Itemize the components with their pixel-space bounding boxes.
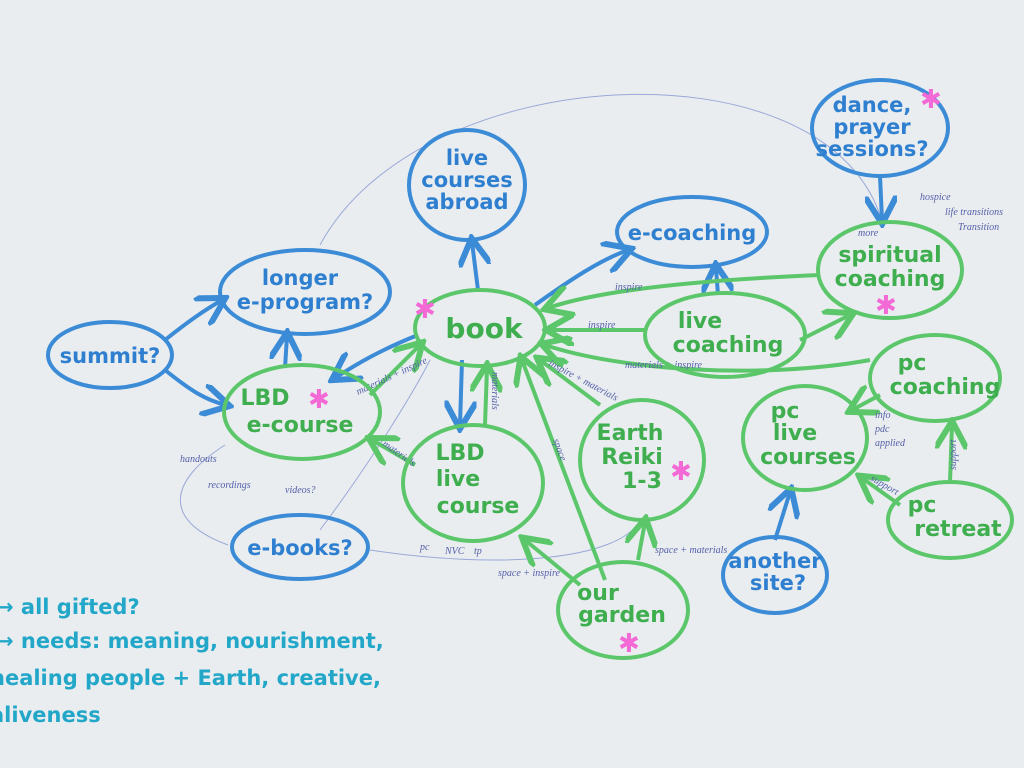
note-line: → needs: meaning, nourishment, bbox=[0, 629, 384, 653]
edge-label: more bbox=[858, 228, 879, 239]
edge-label: Transition bbox=[958, 222, 999, 233]
svg-text:e-coaching: e-coaching bbox=[628, 221, 757, 245]
edge-label: tp bbox=[474, 546, 482, 557]
star-icon: ✱ bbox=[670, 457, 692, 487]
node-e-books: e-books? bbox=[230, 513, 370, 581]
node-book: book ✱ bbox=[413, 288, 547, 368]
edge-label: recordings bbox=[208, 480, 251, 491]
svg-text:e-books?: e-books? bbox=[247, 536, 353, 560]
edge-label: info bbox=[875, 410, 891, 421]
node-summit: summit? bbox=[46, 320, 174, 390]
node-e-coaching: e-coaching bbox=[615, 195, 769, 269]
edge-label: space + inspire bbox=[498, 568, 560, 579]
edge-label: handouts bbox=[180, 454, 217, 465]
edge-label: inspire bbox=[588, 320, 616, 331]
edges bbox=[163, 175, 952, 587]
edge-label: pc bbox=[419, 542, 430, 553]
svg-text:summit?: summit? bbox=[60, 344, 161, 368]
handwritten-notes: → all gifted? → needs: meaning, nourishm… bbox=[0, 595, 384, 727]
edge-label: videos? bbox=[285, 485, 316, 496]
edge-label: pdc bbox=[874, 424, 890, 435]
edge-label: life transitions bbox=[945, 207, 1003, 218]
note-line: aliveness bbox=[0, 703, 101, 727]
edge-label: materials + inspire bbox=[625, 360, 702, 371]
edge-label: space + materials bbox=[655, 545, 727, 556]
note-line: → all gifted? bbox=[0, 595, 140, 619]
note-line: healing people + Earth, creative, bbox=[0, 666, 381, 690]
edge-label: hospice bbox=[920, 192, 951, 203]
edge-label: NVC bbox=[444, 546, 465, 557]
edge-label: materials bbox=[489, 372, 500, 410]
edge-label: inspire bbox=[615, 282, 643, 293]
edge-label: applied bbox=[875, 438, 906, 449]
star-icon: ✱ bbox=[308, 385, 330, 415]
star-icon: ✱ bbox=[875, 291, 897, 321]
star-icon: ✱ bbox=[414, 295, 436, 325]
star-icon: ✱ bbox=[920, 85, 942, 115]
edge-label: space bbox=[550, 437, 568, 463]
star-icon: ✱ bbox=[618, 629, 640, 659]
edge-label: support bbox=[948, 439, 959, 470]
svg-text:book: book bbox=[445, 312, 524, 345]
edge-label: inspire + materials bbox=[547, 358, 620, 404]
